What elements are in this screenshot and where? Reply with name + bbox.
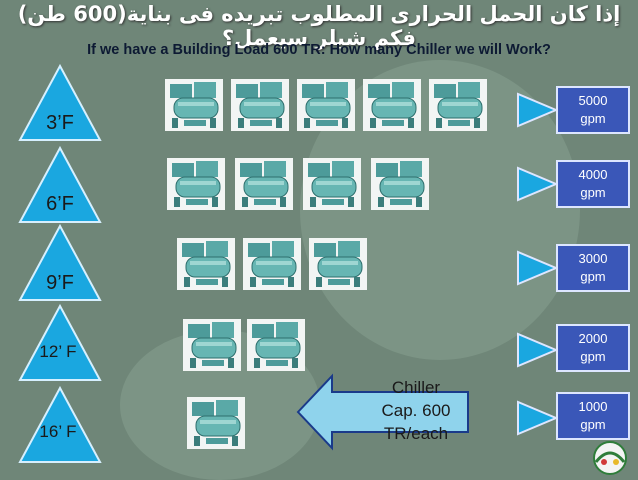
pointer-arrow <box>517 250 559 286</box>
chiller-unit-icon <box>164 78 224 132</box>
callout-arrow <box>296 373 469 451</box>
callout-line: Chiller <box>391 378 441 397</box>
page-title-arabic: إذا كان الحمل الحرارى المطلوب تبريده فى … <box>17 2 621 50</box>
flow-box: 5000 gpm <box>556 86 630 134</box>
chiller-unit-icon <box>428 78 488 132</box>
flow-box: 4000 gpm <box>556 160 630 208</box>
chiller-unit-icon <box>308 237 368 291</box>
chiller-unit-icon <box>182 318 242 372</box>
flow-unit: gpm <box>580 185 606 200</box>
triangle-row-1 <box>18 63 102 141</box>
flow-value: 4000 <box>578 167 608 182</box>
flow-unit: gpm <box>580 269 606 284</box>
flow-value: 2000 <box>578 331 608 346</box>
chiller-unit-icon <box>362 78 422 132</box>
chiller-unit-icon <box>230 78 290 132</box>
flow-value: 5000 <box>578 93 608 108</box>
page-subtitle: If we have a Building Load 600 TR: How m… <box>87 42 551 58</box>
chiller-unit-icon <box>370 157 430 211</box>
triangle-row-5 <box>18 385 102 463</box>
flow-unit: gpm <box>580 417 606 432</box>
triangle-row-4 <box>18 303 102 381</box>
delta-t-label: 3’F <box>46 112 74 134</box>
delta-t-label: 6’F <box>46 193 74 215</box>
flow-box: 1000 gpm <box>556 392 630 440</box>
delta-t-label: 9’F <box>46 272 74 294</box>
pointer-arrow <box>517 332 559 368</box>
flow-unit: gpm <box>580 349 606 364</box>
pointer-arrow <box>517 166 559 202</box>
flow-box: 3000 gpm <box>556 244 630 292</box>
delta-t-label: 16’ F <box>39 422 77 441</box>
flow-value: 3000 <box>578 251 608 266</box>
triangle-row-2 <box>18 145 102 223</box>
flow-box: 2000 gpm <box>556 324 630 372</box>
triangle-row-3 <box>18 223 102 301</box>
callout-line: TR/each <box>383 424 449 443</box>
chiller-unit-icon <box>176 237 236 291</box>
flow-unit: gpm <box>580 111 606 126</box>
delta-t-label: 12’ F <box>39 342 77 361</box>
chiller-unit-icon <box>166 157 226 211</box>
callout-text: Chiller Cap. 600 TR/each <box>364 372 468 450</box>
chiller-unit-icon <box>246 318 306 372</box>
pointer-arrow <box>517 400 559 436</box>
logo-icon <box>593 441 627 475</box>
flow-value: 1000 <box>578 399 608 414</box>
chiller-unit-icon <box>302 157 362 211</box>
chiller-unit-icon <box>234 157 294 211</box>
callout-line: Cap. 600 <box>381 401 451 420</box>
pointer-arrow <box>517 92 559 128</box>
delta-t-triangles <box>18 63 102 463</box>
chiller-unit-icon <box>186 396 246 450</box>
chiller-unit-icon <box>242 237 302 291</box>
chiller-unit-icon <box>296 78 356 132</box>
